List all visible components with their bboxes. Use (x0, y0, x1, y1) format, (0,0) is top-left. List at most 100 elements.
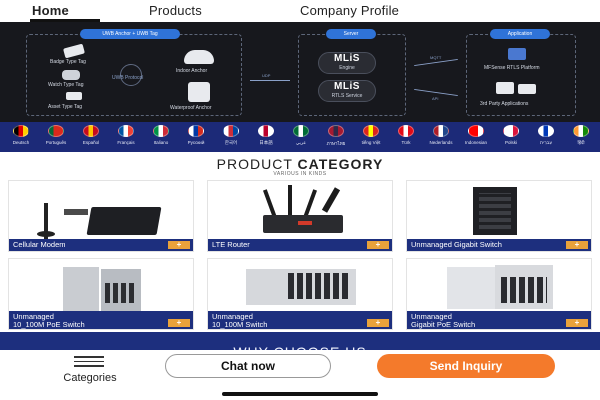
server-box (298, 34, 406, 116)
product-card-lte-router[interactable]: LTE Router + (207, 180, 393, 252)
product-image (407, 181, 591, 241)
tab-products[interactable]: Products (149, 3, 202, 18)
flag-icon (328, 125, 344, 137)
product-card-100m-switch[interactable]: Unmanaged 10_100M Switch + (207, 258, 393, 330)
flag-icon (573, 125, 589, 137)
language-item[interactable]: Indonesian (458, 125, 494, 145)
indoor-anchor-label: Indoor Anchor (176, 68, 208, 74)
add-button[interactable]: + (168, 319, 190, 327)
product-label: Unmanaged Gigabit PoE Switch (407, 311, 591, 329)
udp-label: UDP (262, 73, 271, 78)
language-item[interactable]: Nederlands (423, 125, 459, 145)
monitor-icon (496, 82, 514, 94)
product-label: Unmanaged 10_100M PoE Switch (9, 311, 193, 329)
chat-now-button[interactable]: Chat now (165, 354, 331, 378)
language-item[interactable]: Русский (178, 125, 214, 145)
product-label: Cellular Modem (9, 239, 193, 251)
watch-tag-icon (62, 70, 80, 80)
product-card-unmanaged-gigabit-switch[interactable]: Unmanaged Gigabit Switch + (406, 180, 592, 252)
active-tab-underline (30, 19, 100, 22)
switch-icon (63, 267, 99, 315)
mlis-rtls-service: MLiS RTLS Service (318, 80, 376, 102)
udp-link-arrow (250, 80, 290, 81)
add-button[interactable]: + (566, 241, 588, 249)
api-label: API (432, 96, 439, 101)
third-party-label: 3rd Party Applications (480, 101, 529, 107)
menu-icon (74, 356, 104, 368)
add-button[interactable]: + (367, 319, 389, 327)
title-bold: CATEGORY (297, 156, 384, 172)
mlis-rtls-name: RTLS Service (331, 93, 363, 99)
mlis-rtls-brand: MLiS (334, 81, 360, 92)
product-card-cellular-modem[interactable]: Cellular Modem + (8, 180, 194, 252)
product-card-poe-switch[interactable]: Unmanaged 10_100M PoE Switch + (8, 258, 194, 330)
product-image (208, 181, 392, 241)
language-name: Português (45, 140, 67, 145)
add-button[interactable]: + (566, 319, 588, 327)
product-label: LTE Router (208, 239, 392, 251)
categories-label: Categories (63, 372, 117, 384)
server-pill: Server (326, 29, 376, 39)
add-button[interactable]: + (168, 241, 190, 249)
product-image (9, 259, 193, 319)
flag-icon (83, 125, 99, 137)
mlis-engine-name: Engine (339, 65, 355, 71)
language-item[interactable]: Português (38, 125, 74, 145)
modem-icon (86, 207, 162, 235)
tab-company-profile[interactable]: Company Profile (300, 3, 400, 18)
flag-icon (258, 125, 274, 137)
product-category-subtitle: VARIOUS IN KINDS (273, 171, 327, 177)
language-item[interactable]: עִברִית (528, 125, 564, 145)
product-image (9, 181, 193, 241)
anchor-tag-pill: UWB Anchor + UWB Tag (80, 29, 180, 39)
flag-icon (188, 125, 204, 137)
language-item[interactable]: हिंदी (563, 125, 599, 146)
language-name: Polski (504, 140, 517, 145)
flag-icon (293, 125, 309, 137)
language-name: हिंदी (577, 140, 585, 145)
mqtt-link-arrow (414, 58, 458, 67)
tab-home[interactable]: Home (32, 3, 69, 18)
language-item[interactable]: Türk (388, 125, 424, 145)
flag-icon (48, 125, 64, 137)
product-label: Unmanaged Gigabit Switch (407, 239, 591, 251)
language-name: Deutsch (12, 140, 30, 145)
send-inquiry-button[interactable]: Send Inquiry (377, 354, 555, 378)
language-name: Русский (187, 140, 205, 145)
language-item[interactable]: Español (73, 125, 109, 145)
platform-label: MFSense RTLS Platform (484, 65, 540, 71)
language-item[interactable]: 日本語 (248, 125, 284, 146)
product-category-title: PRODUCT CATEGORY (0, 156, 600, 172)
mlis-engine: MLiS Engine (318, 52, 376, 74)
language-item[interactable]: عربي (283, 125, 319, 146)
flag-icon (538, 125, 554, 137)
laptop-icon (518, 84, 536, 94)
language-name: Français (117, 140, 135, 145)
language-item[interactable]: ภาษาไทย (318, 125, 354, 147)
hero-banner[interactable]: UWB Anchor + UWB Tag Badge Type Tag Watc… (0, 22, 600, 122)
product-label: Unmanaged 10_100M Switch (208, 311, 392, 329)
language-item[interactable]: Italiano (143, 125, 179, 145)
switch-icon (447, 267, 497, 309)
language-name: Nederlands (429, 140, 453, 145)
language-name: ภาษาไทย (326, 141, 346, 146)
language-name: Indonesian (464, 140, 488, 145)
language-name: Türk (401, 140, 411, 145)
language-item[interactable]: Français (108, 125, 144, 145)
top-nav: Home Products Company Profile (0, 0, 600, 22)
badge-tag-label: Badge Type Tag (50, 59, 86, 65)
language-item[interactable]: 한국어 (213, 125, 249, 146)
language-item[interactable]: tiếng Việt (353, 125, 389, 145)
uwb-wave-icon (120, 64, 142, 86)
language-item[interactable]: Polski (493, 125, 529, 145)
flag-icon (433, 125, 449, 137)
language-item[interactable]: Deutsch (3, 125, 39, 145)
product-image (208, 259, 392, 319)
language-name: tiếng Việt (361, 140, 381, 145)
flag-icon (223, 125, 239, 137)
product-card-gigabit-poe-switch[interactable]: Unmanaged Gigabit PoE Switch + (406, 258, 592, 330)
home-indicator (222, 392, 378, 396)
categories-button[interactable]: Categories (36, 356, 144, 386)
add-button[interactable]: + (367, 241, 389, 249)
